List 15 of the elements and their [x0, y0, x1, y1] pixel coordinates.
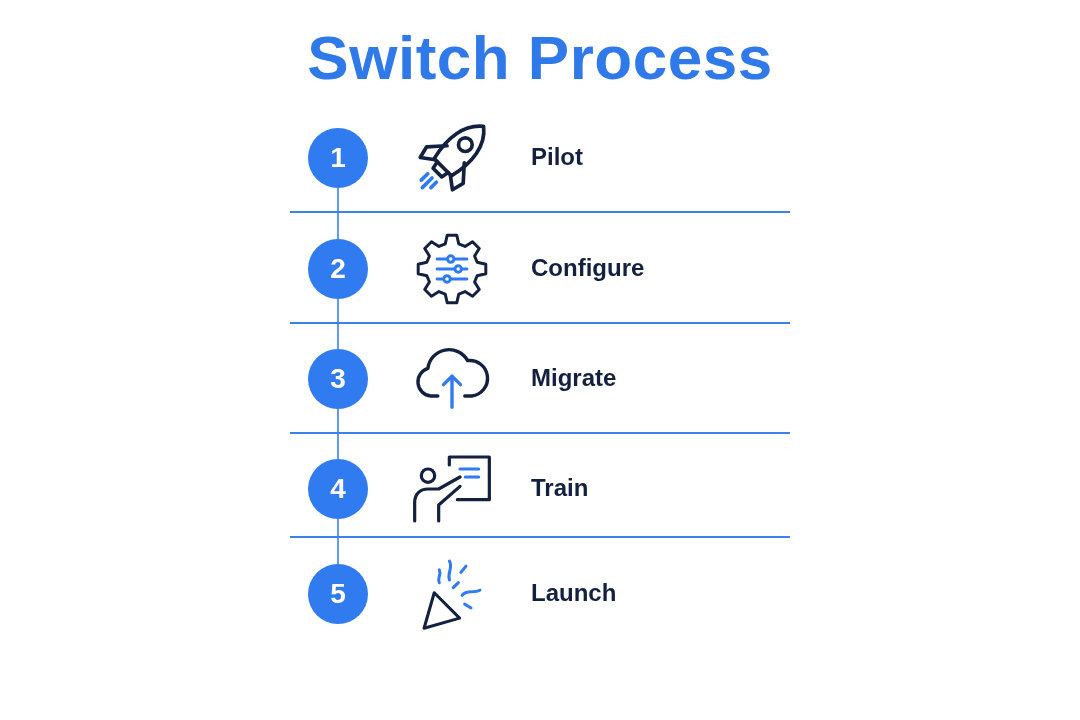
- step-label: Configure: [531, 254, 645, 283]
- step-label: Train: [531, 474, 589, 503]
- connector-line: [337, 298, 339, 350]
- connector-line: [337, 518, 339, 565]
- title: Switch Process: [307, 23, 773, 92]
- connector-line: [337, 408, 339, 460]
- numbered-circle: 4: [308, 459, 368, 519]
- connector-line: [337, 187, 339, 240]
- numbered-circle: 2: [308, 239, 368, 299]
- numbered-circle: 1: [308, 128, 368, 188]
- step-label: Launch: [531, 579, 617, 608]
- step-label: Migrate: [531, 364, 617, 393]
- numbered-circle: 3: [308, 349, 368, 409]
- step-label: Pilot: [531, 143, 583, 172]
- numbered-circle: 5: [308, 564, 368, 624]
